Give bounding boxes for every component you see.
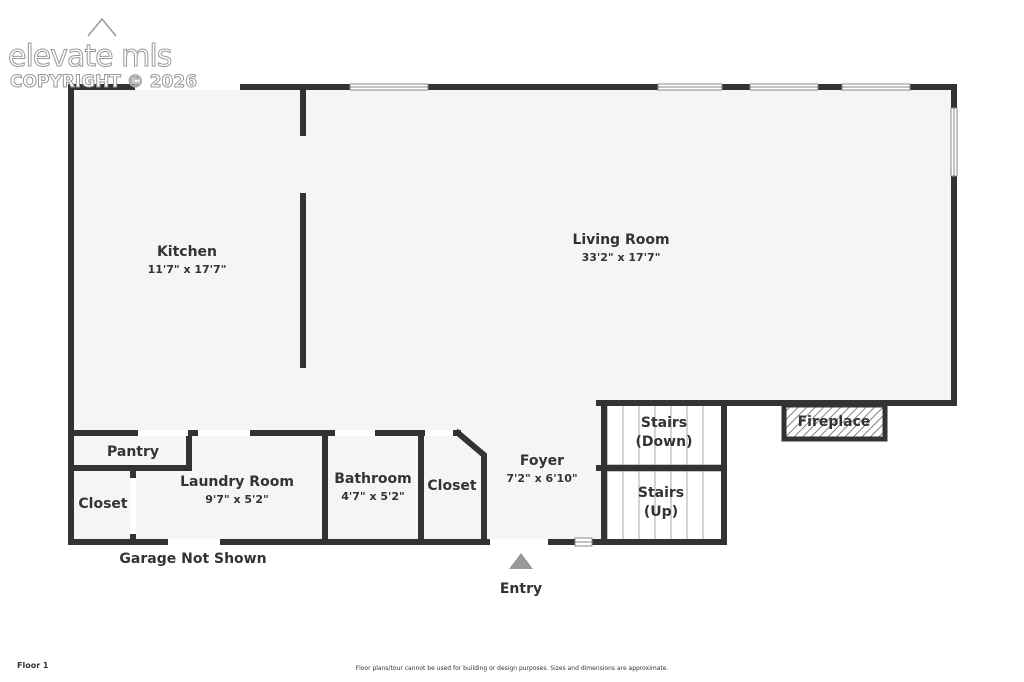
garage-note: Garage Not Shown [119, 551, 266, 567]
room-laundry-dims: 9'7" x 5'2" [205, 493, 269, 506]
room-bathroom-name: Bathroom [334, 471, 412, 487]
roof-icon [87, 17, 117, 37]
watermark-copyright: COPYRIGHT © 2026 [10, 72, 197, 92]
walls [68, 84, 957, 545]
stairs-up-line1: Stairs [638, 485, 684, 501]
room-kitchen-name: Kitchen [157, 244, 217, 260]
floor-fills [73, 88, 953, 542]
fireplace-label: Fireplace [798, 414, 871, 430]
room-bathroom-dims: 4'7" x 5'2" [341, 490, 405, 503]
windows [130, 83, 958, 547]
stairs-up [606, 470, 723, 542]
stairs-up-line2: (Up) [644, 504, 678, 520]
disclaimer: Floor plans/tour cannot be used for buil… [356, 665, 669, 672]
watermark-logo: elevate mls COPYRIGHT © 2026 [8, 17, 198, 93]
room-living-name: Living Room [572, 232, 669, 248]
stairs-down-line1: Stairs [641, 415, 687, 431]
stairs-down-line2: (Down) [636, 434, 693, 450]
room-closet-left-name: Closet [78, 496, 128, 512]
room-pantry-name: Pantry [107, 444, 159, 460]
entry-arrow-icon [509, 553, 533, 569]
room-closet-right-name: Closet [427, 478, 477, 494]
room-foyer-name: Foyer [520, 453, 564, 469]
watermark-brand: elevate mls [8, 39, 172, 74]
floor-label: Floor 1 [17, 661, 49, 670]
room-kitchen-dims: 11'7" x 17'7" [148, 263, 227, 276]
room-living-dims: 33'2" x 17'7" [582, 251, 661, 264]
entry-label: Entry [500, 581, 542, 597]
room-foyer-dims: 7'2" x 6'10" [506, 472, 577, 485]
room-laundry-name: Laundry Room [180, 474, 294, 490]
